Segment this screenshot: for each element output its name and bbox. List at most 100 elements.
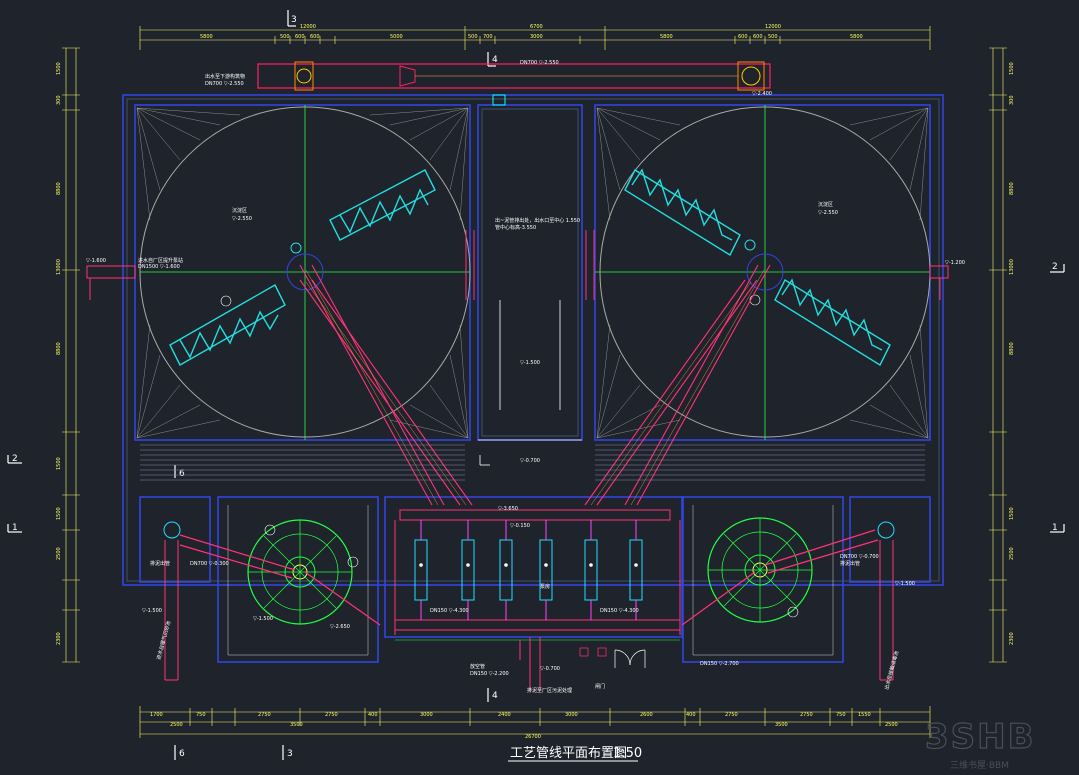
dim-top-sub: 5800 [850,34,863,40]
drain-dn: DN150 ▽-2.200 [470,671,509,677]
inlet-level-left: ▽-1.600 [86,258,106,264]
inlet-level-right: ▽-1.200 [945,260,965,266]
bottom-left-tank: ▽-1.500 ▽-2.650 [179,505,381,656]
dim-top-sub: 5800 [200,34,213,40]
dim-top-sub: 600 [310,34,320,40]
center-level: ▽-1.500 [520,360,540,366]
dim-right: 2300 [1009,632,1015,645]
basin-label-right: 沉淀区 [818,201,833,208]
right-dim-texts: 1500 300 8800 13000 8800 1500 2500 2300 [1009,62,1015,645]
dim-bottom: 2500 [885,722,898,728]
section-label: 6 [179,749,185,759]
pump-house: DN150 ▽-4.300 DN150 ▽-4.300 ▽-0.150 泵房 ▽… [394,506,681,641]
basin-level-left: ▽-2.550 [232,216,252,222]
side-dn-left: DN700 ▽-0.300 [190,561,229,567]
dim-top-sub: 600 [753,34,763,40]
watermark-text: 3SHB [925,717,1036,757]
drain-note: 放空管 [470,663,485,670]
bottom-right-tank: DN150 ▽-2.700 [681,505,879,667]
dim-top-sub: 500 [768,34,778,40]
dim-left: 300 [56,95,62,105]
dim-left: 13000 [56,259,62,275]
pump-level-top: ▽-3.650 [498,506,518,512]
inlet-dn-left: DN1500 ▽-1.600 [138,264,180,270]
section-mark-6-bottom: 6 [174,745,185,760]
center-channel: 出~泥管排出处，出水口至中心 1.550 管中心标高-3.550 ▽-1.500… [465,217,595,466]
outlet-note-left: 出水至下游构筑物 [205,73,245,80]
top-pipe-dn: DN700 ▽-2.550 [520,60,559,66]
dim-top-sub: 700 [483,34,493,40]
bottom-dimensions [139,706,931,738]
dim-top-left: 12000 [300,24,316,30]
tank-level-left: ▽-1.500 [253,616,273,622]
dim-bottom: 3000 [565,712,578,718]
section-label: 4 [492,55,498,65]
pump-dn-right: DN150 ▽-4.300 [600,608,639,614]
basin-level-right: ▽-2.550 [818,210,838,216]
dim-top-sub: 500 [468,34,478,40]
gate-symbol [579,647,646,668]
dim-bottom: 2600 [640,712,653,718]
dim-bottom: 2750 [325,712,338,718]
gate-label: 闸门 [595,683,605,690]
dim-bottom: 400 [686,712,696,718]
section-label: 4 [492,691,498,701]
side-level-left: ▽-1.500 [142,608,162,614]
dim-bottom: 2500 [170,722,183,728]
inner-lines [126,98,940,582]
watermark-subtext: 三维书屋·BBM [950,759,1009,771]
tank-level-left-2: ▽-2.650 [330,624,350,630]
weir-hatch-right [595,444,925,481]
center-note-2: 管中心标高-3.550 [495,224,536,231]
side-tank-left: 排泥出管 DN700 ▽-0.300 ▽-1.500 [142,521,229,681]
dim-bottom: 750 [196,712,206,718]
side-note-left: 排泥出管 [150,560,170,567]
left-clarifier: 沉淀区 ▽-2.550 [136,105,471,440]
top-dim-texts: 12000 6700 12000 5800 500 600 600 5000 5… [200,24,863,40]
outlet-level-right: ▽-2.400 [752,91,772,97]
dim-right: 8800 [1009,342,1015,355]
pump-level: ▽-0.150 [510,523,530,529]
bottom-out-pipes [519,637,541,690]
dim-top-mid: 6700 [530,24,543,30]
section-mark-4-bottom: 4 [487,688,498,702]
dim-top-sub: 5000 [390,34,403,40]
dim-bottom: 1700 [150,712,163,718]
dim-bottom: 400 [368,712,378,718]
center-note-1: 出~泥管排出处，出水口至中心 1.550 [495,217,580,224]
dim-top-right: 12000 [765,24,781,30]
dim-right: 1500 [1009,507,1015,520]
section-label: 3 [287,749,293,759]
sludge-out-note: 排泥至厂区污泥处理 [527,687,572,694]
section-mark-1-right: 1 [1050,523,1065,533]
basin-label-left: 沉淀区 [232,207,247,214]
section-label: 2 [12,454,18,464]
dim-bottom-total: 26700 [525,734,541,740]
right-dimensions [989,47,1007,663]
side-level-right: ▽-1.500 [895,581,915,587]
dim-bottom: 3000 [420,712,433,718]
dim-bottom: 750 [836,712,846,718]
diagonal-pipes-center [305,269,765,506]
dim-bottom: 2750 [258,712,271,718]
dim-left: 2500 [56,547,62,560]
inlet-pipes-side [86,265,949,300]
outlet-dn-left: DN700 ▽-2.550 [205,81,244,87]
section-mark-3-top: 3 [287,10,297,27]
dim-top-sub: 600 [295,34,305,40]
drawing-scale: 1:50 [613,746,642,761]
dim-right: 8800 [1009,182,1015,195]
section-mark-6-mid: 6 [174,465,185,479]
top-outlet-pipe [257,61,771,106]
dim-left: 1500 [56,62,62,75]
dim-right: 300 [1009,95,1015,105]
side-note-right: 排泥出管 [840,560,860,567]
dim-bottom: 2750 [725,712,738,718]
dim-bottom: 2750 [800,712,813,718]
dim-right: 1500 [1009,62,1015,75]
watermark-logo: 3SHB 三维书屋·BBM [924,716,1036,771]
section-mark-3-bottom: 3 [282,745,293,760]
dim-left: 8800 [56,182,62,195]
dim-top-sub: 3000 [530,34,543,40]
